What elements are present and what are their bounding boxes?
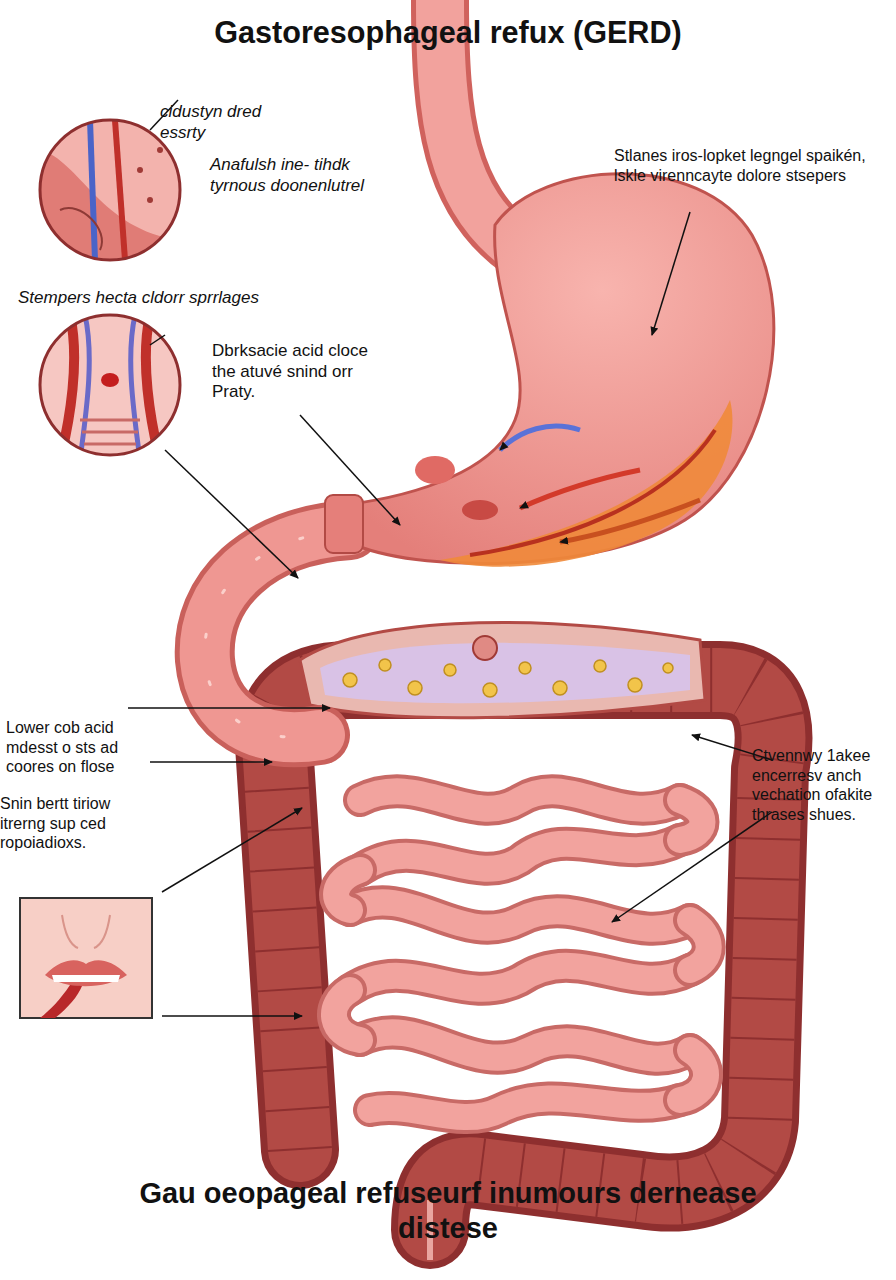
stomach [325, 174, 774, 567]
callout-label: Lower cob acid mdesst o sts ad coores on… [6, 718, 156, 777]
callout-label: Stlanes iros-lopket legngel spaikén, lsk… [614, 146, 886, 185]
callout-label: cidustyn dred essrty [160, 102, 310, 143]
colon [274, 680, 773, 1260]
small-intestine [334, 791, 709, 1117]
mouth-inset [20, 898, 152, 1018]
callout-label: Ctvennwy 1akee encerresv anch vechation … [752, 746, 892, 824]
callout-label: Snin bertt tiriow itrerng sup ced ropoia… [0, 794, 152, 853]
callout-label: Anafulsh ine- tihdk tyrnous doonenlutrel [210, 155, 370, 196]
callout-label: Stempers hecta cldorr sprrlages [18, 288, 338, 309]
leader-line [128, 100, 772, 1016]
diagram-caption: Gau oeopageal refuseurf inumours derneas… [120, 1176, 776, 1247]
callout-label: Dbrksacie acid cloce the atuvé snind orr… [212, 341, 372, 403]
pancreas-band [300, 623, 705, 718]
diagram-title: Gastoresophageal refux (GERD) [0, 14, 896, 51]
duodenum [205, 530, 350, 737]
